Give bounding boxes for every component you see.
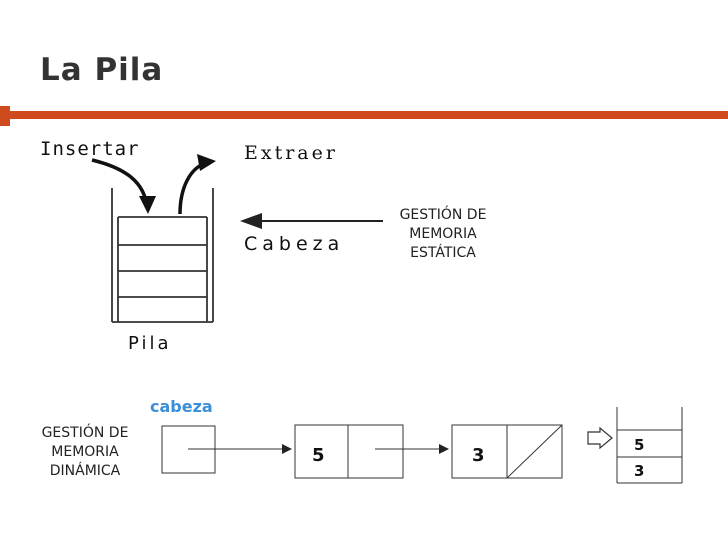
slide-title: La Pila	[40, 52, 164, 88]
title-rule	[10, 111, 728, 119]
extract-label: Extraer	[244, 142, 338, 164]
extract-arrowhead	[197, 154, 216, 171]
list-node-2	[451, 424, 563, 479]
result-stack	[616, 407, 683, 484]
insert-label: Insertar	[40, 138, 140, 160]
title-rule-marker	[0, 106, 10, 126]
node-value-2: 3	[472, 445, 485, 466]
stack-container	[111, 188, 214, 323]
node-value-1: 5	[312, 445, 325, 466]
head-label: Cabeza	[244, 233, 344, 255]
dynamic-memory-caption: GESTIÓN DE MEMORIA DINÁMICA	[41, 425, 129, 479]
list-node-1	[294, 424, 404, 479]
result-arrow-icon	[587, 426, 613, 450]
extract-arrow	[178, 161, 207, 215]
stack-label: Pila	[128, 333, 172, 354]
head-badge: cabeza	[150, 397, 213, 416]
static-memory-caption: GESTIÓN DE MEMORIA ESTÁTICA	[399, 207, 487, 261]
result-stack-value-2: 3	[634, 462, 644, 480]
result-stack-value-1: 5	[634, 436, 644, 454]
head-arrowhead	[240, 213, 262, 229]
insert-arrow	[91, 158, 149, 209]
insert-arrowhead	[139, 196, 156, 214]
stack-slots	[118, 244, 207, 298]
